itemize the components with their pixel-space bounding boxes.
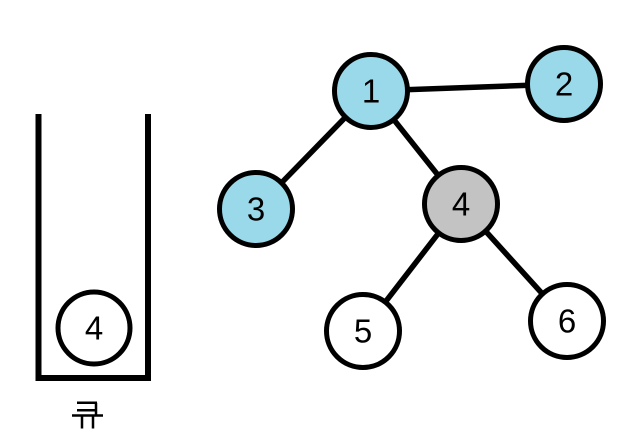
queue-item-circle — [55, 289, 133, 367]
queue-item: 4 — [55, 289, 133, 367]
graph-node-2: 2 — [525, 45, 603, 123]
node-label-2: 2 — [555, 66, 573, 103]
node-label-6: 6 — [558, 303, 576, 340]
node-label-1: 1 — [362, 73, 380, 110]
node-circle-1 — [332, 52, 410, 130]
queue-item-label: 4 — [85, 310, 103, 347]
node-circle-5 — [324, 292, 402, 370]
queue-title-glyph — [72, 401, 103, 429]
node-circle-2 — [525, 45, 603, 123]
graph-edges — [254, 81, 570, 333]
graph-node-3: 3 — [217, 170, 295, 248]
node-label-5: 5 — [354, 313, 372, 350]
node-circle-4 — [422, 165, 500, 243]
node-label-4: 4 — [452, 186, 470, 223]
graph-node-5: 5 — [324, 292, 402, 370]
queue: 4 큐 — [35, 114, 151, 429]
node-circle-6 — [528, 282, 606, 360]
node-circle-3 — [217, 170, 295, 248]
graph-nodes: 1 2 3 4 5 6 — [217, 45, 606, 370]
graph-node-1: 1 — [332, 52, 410, 130]
graph-node-6: 6 — [528, 282, 606, 360]
queue-bracket — [35, 114, 151, 381]
graph-node-4: 4 — [422, 165, 500, 243]
node-label-3: 3 — [247, 191, 265, 228]
